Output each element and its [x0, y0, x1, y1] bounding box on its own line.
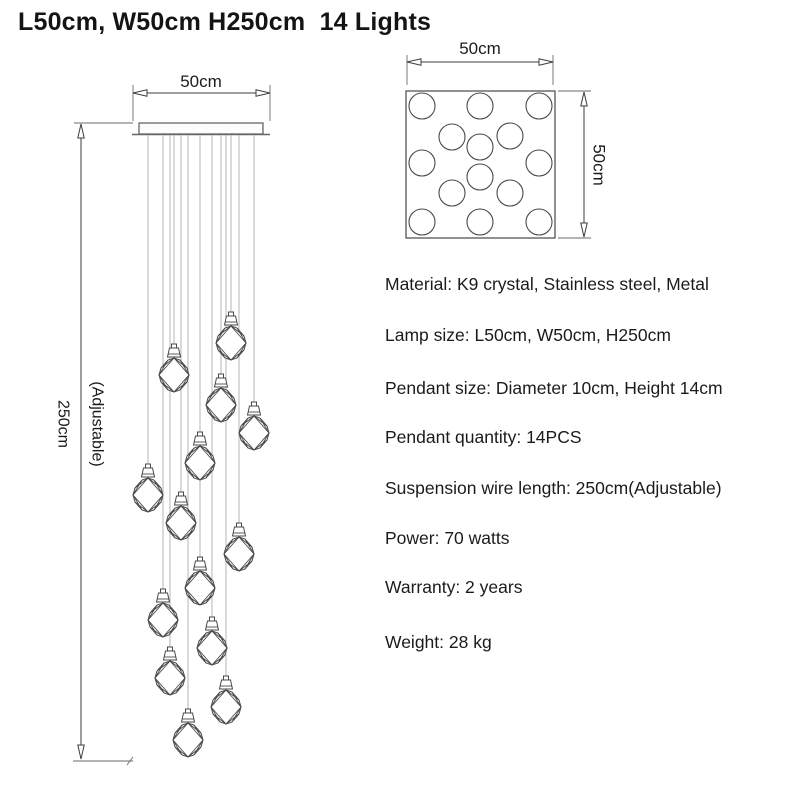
pendant-position-circle — [438, 179, 466, 207]
spec-warranty: Warranty: 2 years — [385, 577, 523, 597]
dim-arrow-left-icon — [406, 58, 422, 66]
crystal-pendant — [196, 616, 228, 666]
pendant-position-circle — [408, 149, 436, 177]
ceiling-plate — [138, 122, 264, 135]
pendant-position-circle — [525, 92, 553, 120]
dim-arrow-up-icon — [77, 123, 85, 139]
crystal-pendant — [238, 401, 270, 451]
spec-power: Power: 70 watts — [385, 528, 510, 548]
side-width-label: 50cm — [180, 72, 222, 91]
dim-arrow-right-icon — [255, 89, 271, 97]
spec-material: Material: K9 crystal, Stainless steel, M… — [385, 274, 709, 294]
pendant-position-circle — [525, 208, 553, 236]
dim-arrow-up-icon — [580, 91, 588, 107]
crystal-pendant — [184, 556, 216, 606]
crystal-pendant — [154, 646, 186, 696]
crystal-pendant — [184, 431, 216, 481]
pendant-position-circles — [408, 92, 553, 236]
pendant-position-circle — [466, 208, 494, 236]
spec-wire-length: Suspension wire length: 250cm(Adjustable… — [385, 478, 722, 498]
dim-arrow-down-icon — [77, 744, 85, 760]
pendant-position-circle — [525, 149, 553, 177]
spec-weight: Weight: 28 kg — [385, 632, 492, 652]
crystal-pendants — [132, 311, 270, 758]
pendant-position-circle — [438, 123, 466, 151]
height-bottom-baseline — [73, 756, 134, 766]
crystal-pendant — [223, 522, 255, 572]
pendant-position-circle — [496, 179, 524, 207]
top-height-label: 50cm — [590, 144, 609, 186]
spec-pendant-size: Pendant size: Diameter 10cm, Height 14cm — [385, 378, 723, 398]
pendant-position-circle — [466, 133, 494, 161]
pendant-position-circle — [408, 92, 436, 120]
side-height-label: 250cm — [55, 400, 72, 448]
top-width-extension-lines — [406, 55, 554, 85]
dim-arrow-right-icon — [538, 58, 554, 66]
top-width-label: 50cm — [459, 39, 501, 58]
crystal-pendant — [210, 675, 242, 725]
crystal-pendant — [172, 708, 204, 758]
side-view: 50cm 250cm (Adjustable) — [55, 72, 271, 766]
crystal-pendant — [132, 463, 164, 513]
top-height-extension-lines — [558, 90, 591, 239]
spec-pendant-quantity: Pendant quantity: 14PCS — [385, 427, 582, 447]
pendant-position-circle — [466, 92, 494, 120]
dim-arrow-down-icon — [580, 222, 588, 238]
width-extension-lines — [132, 85, 271, 121]
top-view: 50cm 50cm — [405, 39, 609, 239]
pendant-position-circle — [408, 208, 436, 236]
crystal-pendant — [205, 373, 237, 423]
crystal-pendant — [147, 588, 179, 638]
pendant-position-circle — [466, 163, 494, 191]
page-title: L50cm, W50cm H250cm 14 Lights — [18, 8, 432, 36]
side-height-note: (Adjustable) — [89, 381, 106, 466]
dim-arrow-left-icon — [132, 89, 148, 97]
pendant-position-circle — [496, 122, 524, 150]
spec-lamp-size: Lamp size: L50cm, W50cm, H250cm — [385, 325, 671, 345]
